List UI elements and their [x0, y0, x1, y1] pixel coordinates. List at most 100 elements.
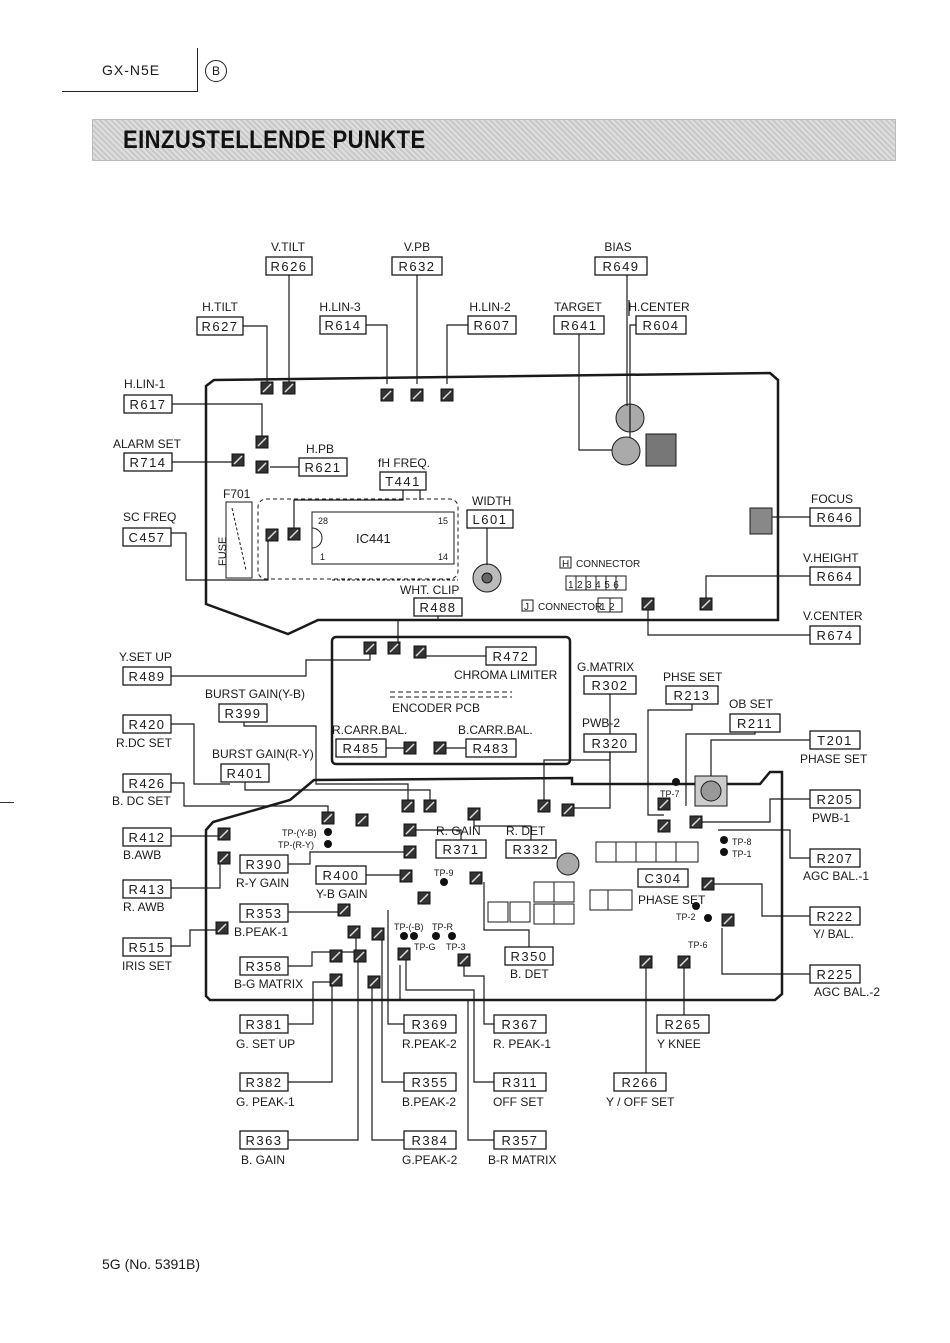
- trim-pot: [260, 381, 274, 395]
- ref-id-r614: R614: [324, 318, 361, 333]
- func-label-l601: WIDTH: [472, 494, 511, 508]
- ref-id-r358: R358: [245, 959, 282, 974]
- ref-box-r399: [218, 703, 268, 723]
- fuse-element: [231, 507, 247, 571]
- trim-pot: [255, 460, 269, 474]
- func-label-r367: R. PEAK-1: [493, 1037, 551, 1051]
- test-point: [324, 828, 332, 836]
- leader-line: [721, 928, 810, 975]
- ref-id-r369: R369: [411, 1017, 448, 1032]
- trim-pot: [367, 975, 381, 989]
- func-label-r472: CHROMA LIMITER: [454, 668, 558, 682]
- ref-id-t201: T201: [817, 733, 853, 748]
- test-point: [672, 778, 680, 786]
- leader-line: [629, 324, 636, 438]
- func-label-r664: V.HEIGHT: [803, 551, 859, 565]
- trim-pot: [457, 953, 471, 967]
- func-label-r617: H.LIN-1: [124, 377, 166, 391]
- ref-id-r390: R390: [245, 857, 282, 872]
- ref-id-r485: R485: [342, 741, 379, 756]
- ref-id-r674: R674: [816, 628, 853, 643]
- leader-line: [568, 752, 611, 809]
- ref-id-r357: R357: [501, 1133, 538, 1148]
- leader-line: [244, 782, 431, 800]
- test-point: [448, 932, 456, 940]
- ref-box-t201: [809, 730, 861, 750]
- trim-pot: [231, 453, 245, 467]
- func-label-r384: G.PEAK-2: [402, 1153, 458, 1167]
- ref-box-r515: [122, 937, 172, 957]
- func-label-r632: V.PB: [404, 240, 430, 254]
- leader-line: [405, 958, 494, 1083]
- j-connector-letter: J: [524, 602, 529, 613]
- func-label-r614: H.LIN-3: [319, 300, 361, 314]
- leader-line: [366, 324, 388, 384]
- ref-id-r302: R302: [591, 678, 628, 693]
- ref-id-r426: R426: [128, 776, 165, 791]
- ref-id-r382: R382: [245, 1075, 282, 1090]
- ref-box-r426: [122, 773, 172, 793]
- ref-box-l601: [466, 509, 514, 529]
- trim-pot: [423, 799, 437, 813]
- func-label-r483: B.CARR.BAL.: [458, 723, 533, 737]
- func-label-r627: H.TILT: [202, 300, 238, 314]
- func-label-r604: H.CENTER: [628, 300, 690, 314]
- ref-id-r401: R401: [226, 766, 263, 781]
- ref-box-r311: [493, 1072, 547, 1092]
- ref-box-r381: [239, 1014, 289, 1034]
- trim-pot: [217, 851, 231, 865]
- ref-box-r472: [485, 646, 537, 666]
- header-rule: [62, 91, 198, 92]
- fuse-label: FUSE: [217, 537, 229, 566]
- ref-box-r646: [809, 507, 861, 527]
- leader-line: [614, 962, 647, 1083]
- ref-id-r515: R515: [128, 940, 165, 955]
- f701-label: F701: [223, 487, 251, 501]
- func-label-r371: R. GAIN: [436, 824, 481, 838]
- leader-line: [463, 962, 494, 1025]
- leader-line: [483, 882, 530, 947]
- ref-box-c304: [637, 868, 689, 888]
- ref-box-r607: [467, 315, 517, 335]
- ref-id-r205: R205: [816, 792, 853, 807]
- ref-id-r225: R225: [816, 967, 853, 982]
- func-label-r674: V.CENTER: [803, 609, 863, 623]
- ref-box-r483: [465, 738, 517, 758]
- target-pot: [611, 436, 641, 466]
- func-label-r420: R.DC SET: [116, 736, 173, 750]
- ref-l601: L601 WIDTH: [466, 494, 514, 529]
- ref-id-r632: R632: [398, 259, 435, 274]
- ref-r674: R674 V.CENTER: [803, 609, 863, 645]
- trim-pot: [347, 925, 361, 939]
- tp9-label: TP-9: [434, 868, 454, 878]
- ref-id-l601: L601: [473, 512, 508, 527]
- leader-line: [578, 334, 612, 451]
- trim-pot: [403, 845, 417, 859]
- trim-pot: [403, 741, 417, 755]
- func-label-c457: SC FREQ: [123, 510, 176, 524]
- ref-id-r664: R664: [816, 569, 853, 584]
- trim-pot: [440, 388, 454, 402]
- test-point: [440, 878, 448, 886]
- leader-line: [293, 490, 404, 528]
- trim-pot: [329, 949, 343, 963]
- leader-line: [171, 782, 329, 815]
- leader-line: [685, 732, 756, 806]
- h-center-block: [645, 433, 677, 467]
- ref-box-r641: [553, 315, 605, 335]
- ref-id-r381: R381: [245, 1017, 282, 1032]
- trim-pot: [265, 528, 279, 542]
- func-label-t201: PHASE SET: [800, 752, 868, 766]
- func-label-r320: PWB-2: [582, 716, 620, 730]
- h-connector-pins: 123456: [568, 580, 622, 591]
- trim-pot: [255, 435, 269, 449]
